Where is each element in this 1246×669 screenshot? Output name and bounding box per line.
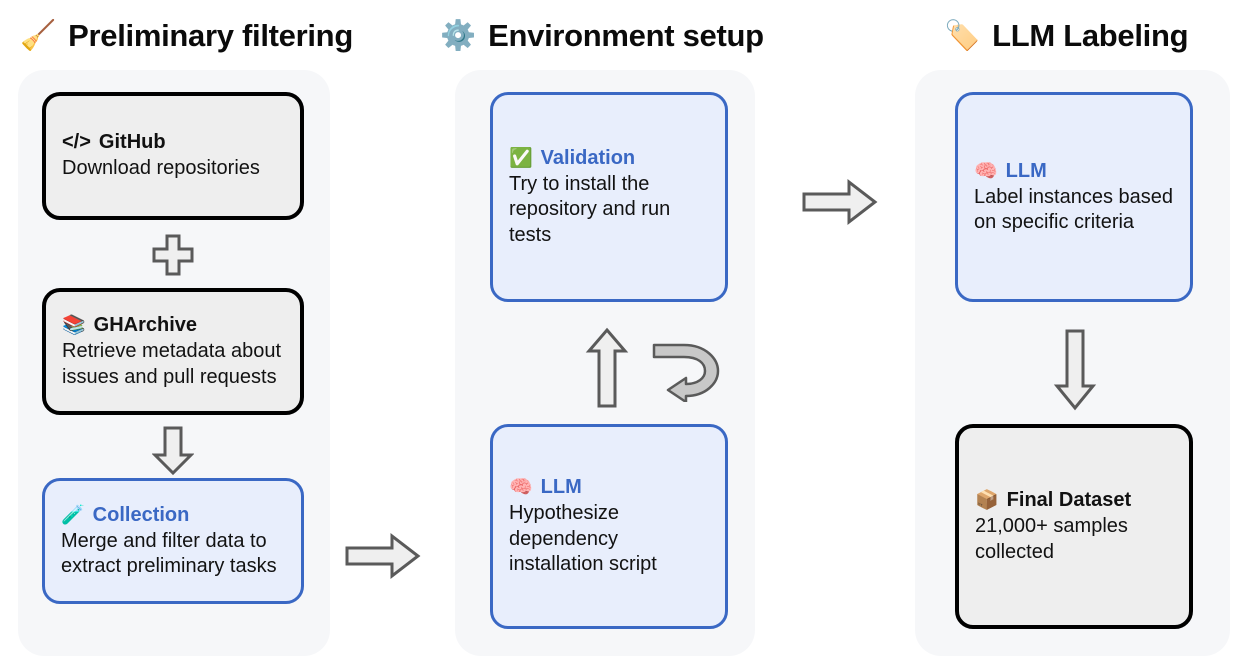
card-llm-hypothesize-body: Hypothesize dependency installation scri… bbox=[509, 502, 657, 576]
broom-icon: 🧹 bbox=[20, 19, 57, 52]
package-icon: 📦 bbox=[975, 490, 999, 512]
card-llm-label-title: LLM bbox=[1005, 159, 1047, 182]
card-gharchive[interactable]: 📚 GHArchive Retrieve metadata about issu… bbox=[42, 288, 304, 415]
code-brackets-icon: </> bbox=[62, 131, 91, 154]
card-validation-body: Try to install the repository and run te… bbox=[509, 172, 671, 246]
card-validation-title: Validation bbox=[540, 146, 636, 169]
arrow-right-validation-to-llm-label-icon bbox=[802, 178, 878, 226]
card-final-dataset-body: 21,000+ samples collected bbox=[975, 515, 1128, 563]
card-final-dataset[interactable]: 📦 Final Dataset 21,000+ samples collecte… bbox=[955, 424, 1193, 629]
brain-icon: 🧠 bbox=[509, 477, 533, 499]
card-llm-hypothesize-title-row: 🧠 LLM bbox=[509, 475, 709, 500]
card-github[interactable]: </> GitHub Download repositories bbox=[42, 92, 304, 220]
column-title-llm-labeling: LLM Labeling bbox=[992, 18, 1189, 53]
card-validation-title-row: ✅ Validation bbox=[509, 146, 709, 171]
card-final-dataset-title: Final Dataset bbox=[1006, 489, 1132, 512]
column-title-preliminary-filtering: Preliminary filtering bbox=[68, 18, 353, 53]
arrow-down-llm-label-to-final-dataset-icon bbox=[1053, 328, 1097, 412]
column-title-environment-setup: Environment setup bbox=[488, 18, 764, 53]
card-llm-label-title-row: 🧠 LLM bbox=[974, 159, 1174, 184]
books-icon: 📚 bbox=[62, 315, 86, 337]
label-tag-icon: 🏷️ bbox=[944, 19, 981, 52]
arrow-down-gharchive-to-collection-icon bbox=[152, 426, 194, 476]
card-final-dataset-title-row: 📦 Final Dataset bbox=[975, 488, 1173, 513]
column-header-llm-labeling: 🏷️ LLM Labeling bbox=[944, 18, 1189, 54]
card-github-body: Download repositories bbox=[62, 157, 260, 180]
card-github-title-row: </> GitHub bbox=[62, 130, 284, 155]
brain-icon: 🧠 bbox=[974, 160, 998, 182]
test-tube-icon: 🧪 bbox=[61, 504, 85, 526]
card-collection-title-row: 🧪 Collection bbox=[61, 503, 285, 528]
arrow-loop-retry-icon bbox=[650, 340, 720, 402]
card-collection-body: Merge and filter data to extract prelimi… bbox=[61, 529, 277, 577]
card-llm-label-body: Label instances based on specific criter… bbox=[974, 185, 1174, 233]
card-github-title: GitHub bbox=[98, 131, 166, 154]
card-gharchive-title: GHArchive bbox=[93, 314, 198, 337]
card-gharchive-title-row: 📚 GHArchive bbox=[62, 313, 284, 338]
arrow-right-collection-to-environment-icon bbox=[345, 532, 421, 580]
card-collection[interactable]: 🧪 Collection Merge and filter data to ex… bbox=[42, 478, 304, 604]
arrow-up-llm-to-validation-icon bbox=[585, 327, 629, 409]
check-mark-button-icon: ✅ bbox=[509, 147, 533, 169]
column-header-preliminary-filtering: 🧹 Preliminary filtering bbox=[20, 18, 353, 54]
card-llm-hypothesize-title: LLM bbox=[540, 476, 582, 499]
card-validation[interactable]: ✅ Validation Try to install the reposito… bbox=[490, 92, 728, 302]
column-header-environment-setup: ⚙️ Environment setup bbox=[440, 18, 764, 54]
card-llm-hypothesize[interactable]: 🧠 LLM Hypothesize dependency installatio… bbox=[490, 424, 728, 629]
card-collection-title: Collection bbox=[92, 503, 190, 526]
card-llm-label[interactable]: 🧠 LLM Label instances based on specific … bbox=[955, 92, 1193, 302]
card-gharchive-body: Retrieve metadata about issues and pull … bbox=[62, 340, 282, 388]
plus-connector-icon bbox=[151, 233, 195, 277]
gear-icon: ⚙️ bbox=[440, 19, 477, 52]
